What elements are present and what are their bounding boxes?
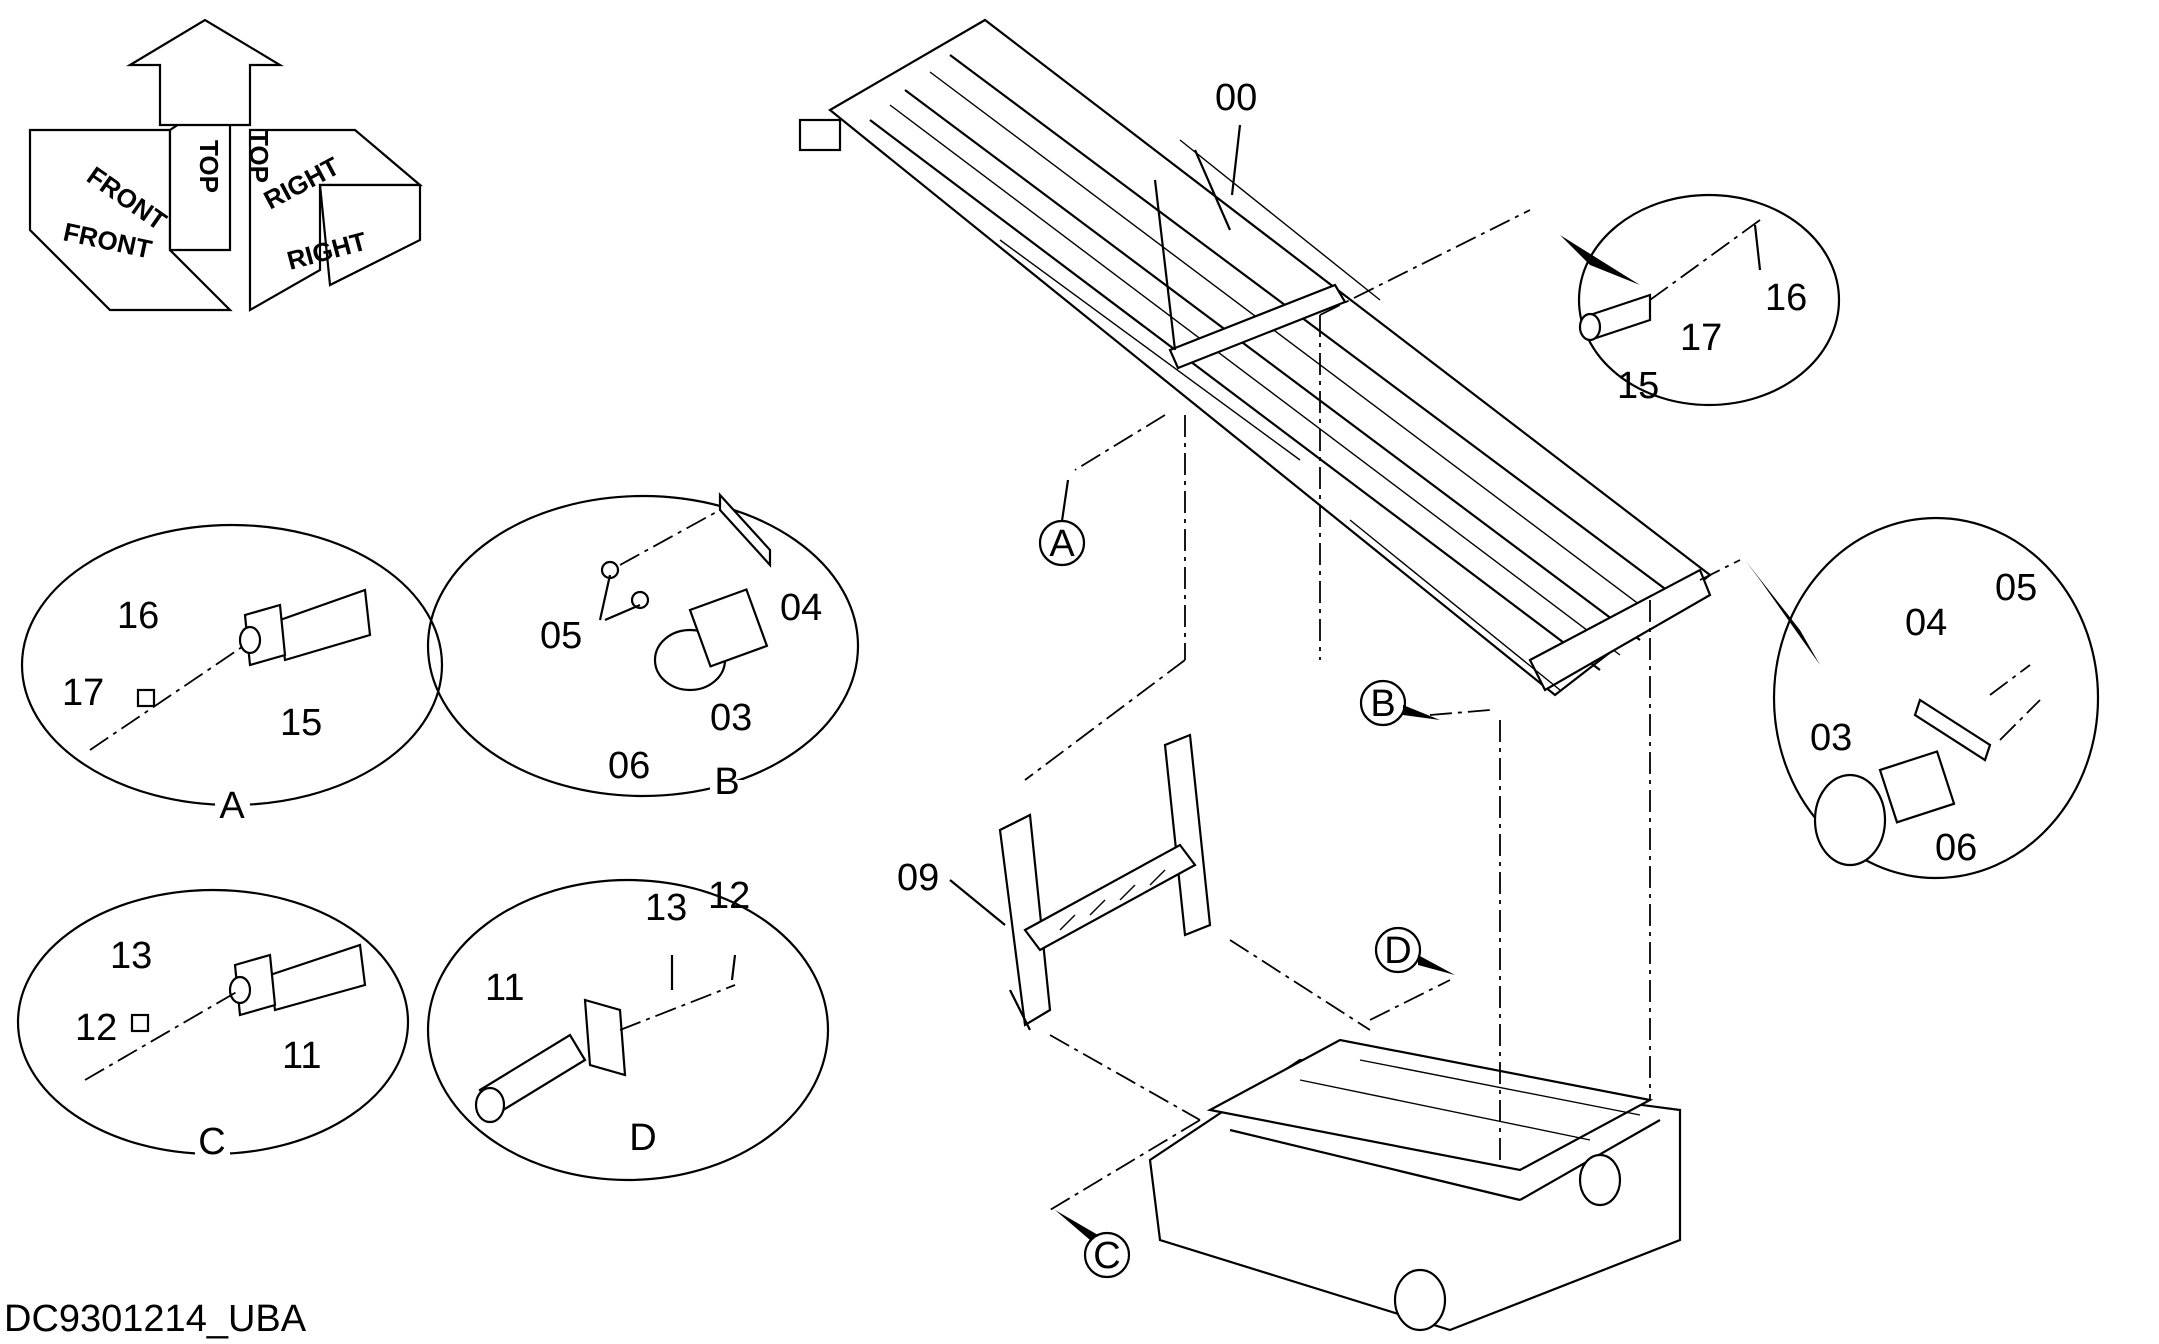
drawing-code: DC9301214_UBA <box>4 1298 307 1340</box>
detail-b: 05 04 03 06 B <box>426 492 860 803</box>
detail-a-caption: A <box>219 785 245 827</box>
orientation-top-label: TOP <box>194 140 224 193</box>
svg-text:03: 03 <box>710 697 752 739</box>
svg-text:17: 17 <box>62 672 104 714</box>
detail-d: 11 13 12 D <box>426 875 830 1182</box>
conveyor-assembly <box>798 18 1712 697</box>
svg-text:D: D <box>1384 930 1411 972</box>
svg-text:16: 16 <box>117 595 159 637</box>
svg-text:B: B <box>1370 683 1395 725</box>
callout-c: C <box>1055 1210 1131 1279</box>
detail-top-right: 16 17 15 <box>1550 193 1841 407</box>
assembly-lines <box>1024 209 1741 1211</box>
svg-text:C: C <box>1093 1235 1120 1277</box>
svg-text:17: 17 <box>1680 317 1722 359</box>
callout-a: A <box>1038 479 1086 567</box>
svg-text:11: 11 <box>485 967 524 1009</box>
svg-text:11: 11 <box>282 1035 321 1077</box>
support-frame <box>998 733 1212 1031</box>
svg-text:05: 05 <box>540 615 582 657</box>
detail-b-caption: B <box>714 761 739 803</box>
svg-text:13: 13 <box>645 887 687 929</box>
orientation-icon: FRONT FRONT TOP TOP RIGHT RIGHT <box>28 18 424 312</box>
svg-text:12: 12 <box>75 1007 117 1049</box>
crawler-undercarriage <box>1148 1038 1682 1332</box>
svg-text:06: 06 <box>1935 827 1977 869</box>
svg-text:16: 16 <box>1765 277 1807 319</box>
detail-c: 13 12 11 C <box>16 888 410 1163</box>
orientation-top-label-2: TOP <box>244 130 274 183</box>
detail-right: 04 05 03 06 <box>1745 516 2100 880</box>
svg-text:05: 05 <box>1995 567 2037 609</box>
callout-d: D <box>1374 926 1455 975</box>
svg-text:04: 04 <box>1905 602 1947 644</box>
svg-text:15: 15 <box>1617 365 1659 407</box>
svg-text:06: 06 <box>608 745 650 787</box>
svg-text:03: 03 <box>1810 717 1852 759</box>
label-assembly-00: 00 <box>1215 77 1257 119</box>
svg-text:12: 12 <box>708 875 750 917</box>
detail-d-caption: D <box>629 1117 656 1159</box>
detail-a: 16 17 15 A <box>20 523 444 827</box>
svg-text:04: 04 <box>780 587 822 629</box>
label-support-frame-09: 09 <box>897 857 939 899</box>
svg-text:A: A <box>1049 523 1075 565</box>
detail-c-caption: C <box>198 1121 225 1163</box>
svg-text:13: 13 <box>110 935 152 977</box>
callout-b: B <box>1359 679 1440 727</box>
svg-text:15: 15 <box>280 702 322 744</box>
